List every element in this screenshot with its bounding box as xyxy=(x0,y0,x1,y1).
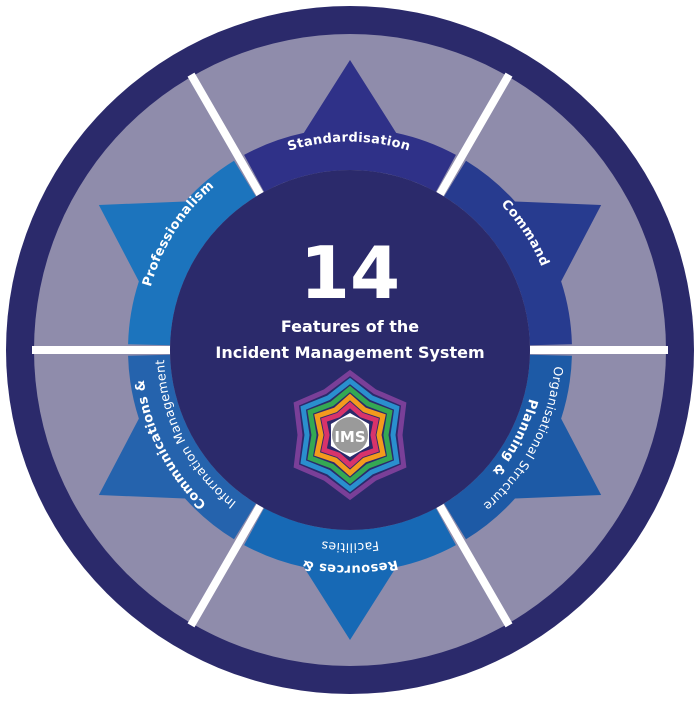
segment-professionalism xyxy=(98,160,256,346)
ims-logo-ring xyxy=(300,377,400,493)
segment-label-resources: Resources & xyxy=(301,556,399,576)
feature-count: 14 xyxy=(300,231,400,315)
ims-logo-ring xyxy=(314,393,386,477)
ims-logo-badge xyxy=(332,417,368,453)
segment-command xyxy=(444,160,602,346)
ims-logo-ring xyxy=(293,369,407,501)
panel-divider xyxy=(436,503,513,628)
segment-sublabel-resources: Facilities xyxy=(320,538,380,555)
segment-communications xyxy=(98,354,256,540)
feature-segments xyxy=(98,60,602,640)
ims-logo-ring xyxy=(307,385,393,485)
segment-resources xyxy=(244,508,456,640)
panel-dividers xyxy=(32,72,668,628)
segment-planning xyxy=(444,354,602,540)
ims-logo xyxy=(293,369,407,501)
center-caption-line2: Incident Management System xyxy=(215,343,484,362)
segment-standardisation xyxy=(244,60,456,192)
panel-divider xyxy=(187,503,264,628)
center-disc xyxy=(170,170,530,530)
panel-divider xyxy=(187,72,264,197)
center-caption-line1: Features of the xyxy=(281,317,419,336)
ims-logo-text: IMS xyxy=(334,428,365,446)
panel-divider xyxy=(436,72,513,197)
ims-logo-ring xyxy=(321,401,379,469)
